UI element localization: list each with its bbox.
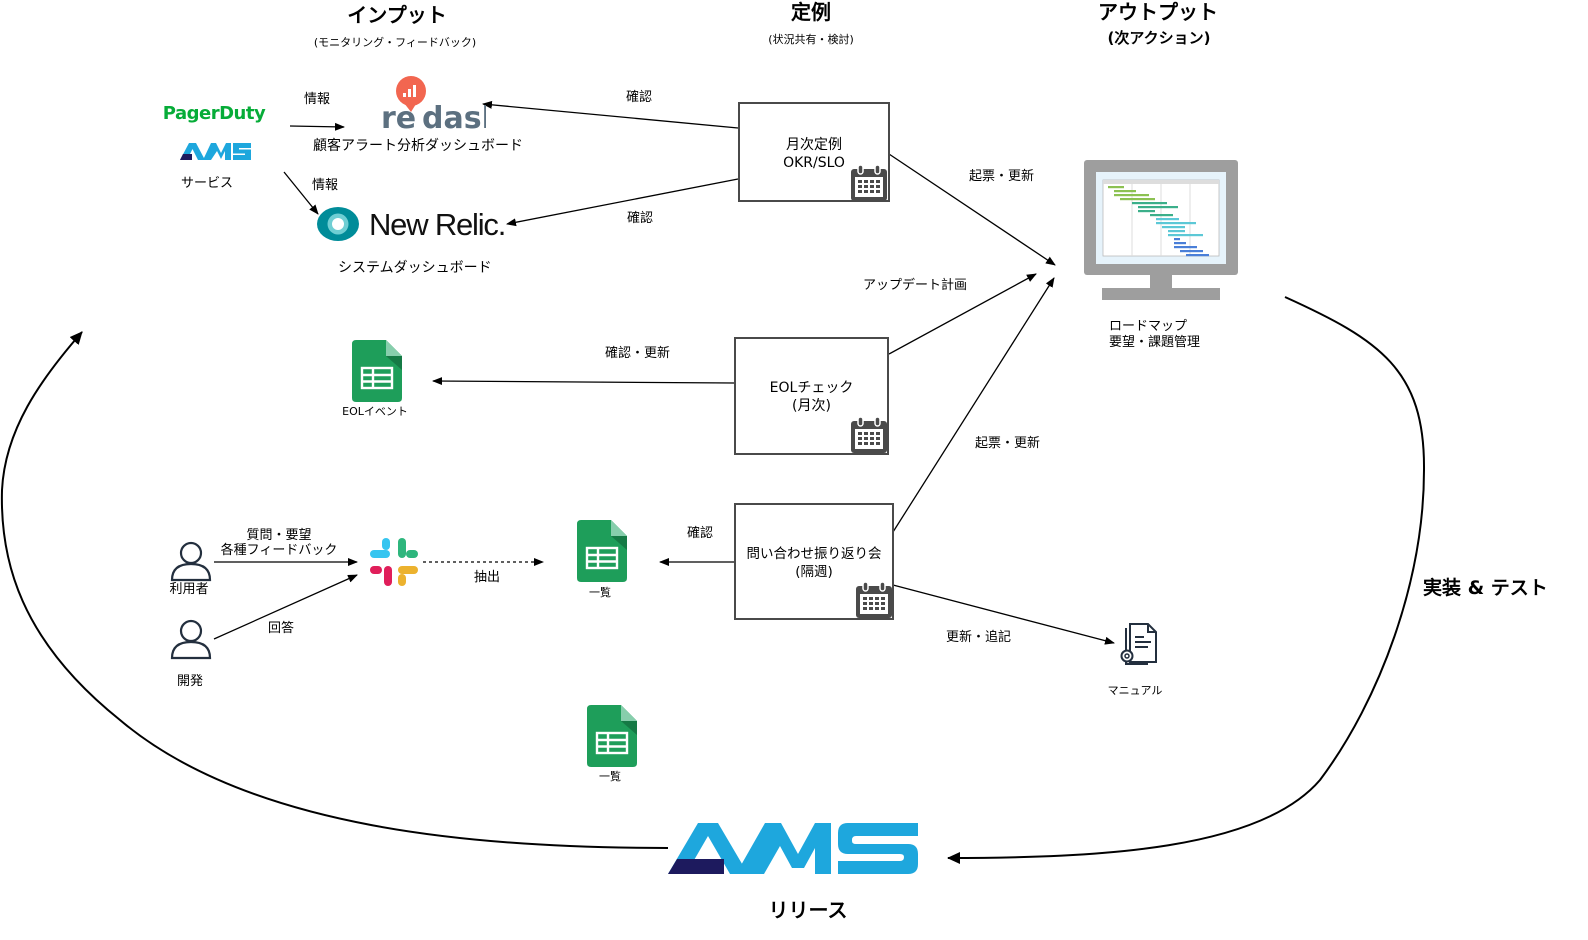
meeting-label-monthly: 月次定例 OKR/SLO [783,137,845,171]
section-subtitle-input: (モニタリング・フィードバック) [313,36,477,49]
roadmap-monitor-icon [1084,160,1238,300]
arrow-service-to-newrelic [283,171,319,215]
arrow-monthly-to-roadmap [888,153,1056,266]
section-title-output: アウトプット [1098,0,1218,24]
manual-label: マニュアル [1107,684,1163,697]
arrow-eol-to-roadmap [888,273,1037,355]
list-sheet-label: 一覧 [589,586,611,599]
edge-label-feedback-line2: 各種フィードバック [220,543,338,558]
implement-test-label: 実装 & テスト [1423,577,1548,599]
sheets-icon [577,520,627,582]
edge-label-ticket-update1: 起票・更新 [969,169,1035,184]
calendar-icon [851,164,887,201]
eol-sheet-label: EOLイベント [342,405,408,418]
redash-wordmark: re [381,101,416,132]
edge-label-update-plan: アップデート計画 [863,278,968,293]
roadmap-label-line1: ロードマップ [1109,319,1188,334]
arrow-dev-to-slack [213,574,358,640]
roadmap-label-line2: 要望・課題管理 [1109,335,1201,350]
edge-label-info1: 情報 [304,92,331,107]
meeting-label-eol: EOLチェック (月次) [769,380,854,414]
person-label-user: 利用者 [169,582,209,597]
section-title-input: インプット [347,3,447,27]
edge-label-answer: 回答 [268,621,295,636]
meeting-label-inquiry: 問い合わせ振り返り会 (隔週) [746,546,882,580]
person-label-dev: 開発 [176,674,204,689]
cycle-arrow-implement [947,296,1426,864]
developer-icon [170,619,212,660]
section-title-meeting: 定例 [791,0,831,24]
sheets-icon [352,340,402,402]
edge-label-confirm-list: 確認 [687,526,714,541]
gear-icon [1120,649,1134,663]
sheets-icon [587,705,637,767]
manual-document-icon [1120,623,1157,665]
section-subtitle-meeting: (状況共有・検討) [768,33,854,46]
calendar-icon [851,416,887,453]
ams-small-logo [180,143,251,160]
meeting-box-monthly[interactable]: 月次定例 OKR/SLO [738,102,890,202]
edge-label-update-append: 更新・追記 [946,630,1012,645]
redash-logo: re dash [381,76,486,132]
redash-label: 顧客アラート分析ダッシュボード [313,138,523,154]
arrow-inquiry-to-manual [892,584,1115,645]
cycle-arrow-release [0,331,669,849]
section-subtitle-output: (次アクション) [1107,29,1211,47]
services-label: サービス [180,176,234,191]
pagerduty-logo: PagerDuty [162,103,266,124]
arrow-monthly-to-newrelic [506,178,739,227]
edge-label-confirm-update-eol: 確認・更新 [605,346,671,361]
arrow-service-to-redash [289,122,345,131]
svg-text:dash: dash [422,101,486,132]
edge-label-ticket-update2: 起票・更新 [975,436,1041,451]
user-icon [170,541,212,582]
arrow-eol-to-sheet [432,377,735,386]
release-label: リリース [768,898,848,922]
edge-label-extract: 抽出 [474,570,501,585]
newrelic-label: システムダッシュボード [338,260,492,276]
arrow-inquiry-to-roadmap [892,277,1055,533]
slack-icon [370,538,418,586]
list-sheet2-label: 一覧 [599,770,621,783]
ams-release-logo [668,823,918,874]
newrelic-wordmark: New Relic. [369,207,505,242]
edge-label-feedback-line1: 質問・要望 [246,528,312,543]
arrow-monthly-to-redash [482,100,739,129]
edge-label-info2: 情報 [312,178,339,193]
calendar-icon [856,581,892,618]
edge-label-confirm-newrelic: 確認 [627,211,654,226]
edge-label-confirm-redash: 確認 [626,90,653,105]
newrelic-logo: New Relic. [317,207,506,242]
